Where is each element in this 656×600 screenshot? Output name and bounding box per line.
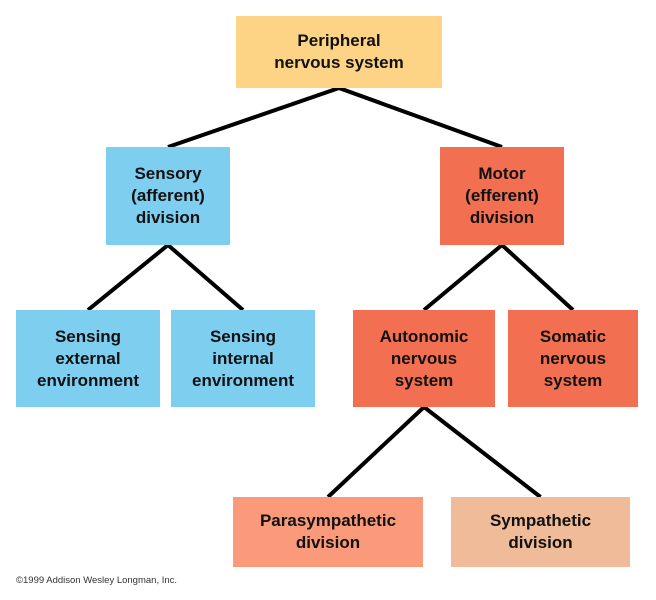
copyright-text: ©1999 Addison Wesley Longman, Inc.	[16, 575, 178, 586]
connector-n-pns-to-n-motor	[338, 86, 503, 149]
connector-n-pns-to-n-sensory	[167, 86, 340, 149]
node-sensing-internal-environment: Sensing internal environment	[171, 310, 315, 407]
connector-n-sensory-to-n-ext	[86, 243, 170, 312]
connector-n-motor-to-n-auto	[422, 243, 504, 312]
node-somatic-nervous-system: Somatic nervous system	[508, 310, 638, 407]
connector-n-motor-to-n-soma	[500, 243, 575, 312]
node-sensory-division: Sensory (afferent) division	[106, 147, 230, 245]
node-parasympathetic-division: Parasympathetic division	[233, 497, 423, 567]
connector-n-auto-to-n-symp	[422, 405, 542, 499]
connector-n-auto-to-n-para	[326, 405, 426, 499]
node-peripheral-nervous-system: Peripheral nervous system	[236, 16, 442, 88]
node-motor-division: Motor (efferent) division	[440, 147, 564, 245]
node-sympathetic-division: Sympathetic division	[451, 497, 630, 567]
connector-n-sensory-to-n-int	[166, 243, 245, 312]
node-sensing-external-environment: Sensing external environment	[16, 310, 160, 407]
node-autonomic-nervous-system: Autonomic nervous system	[353, 310, 495, 407]
